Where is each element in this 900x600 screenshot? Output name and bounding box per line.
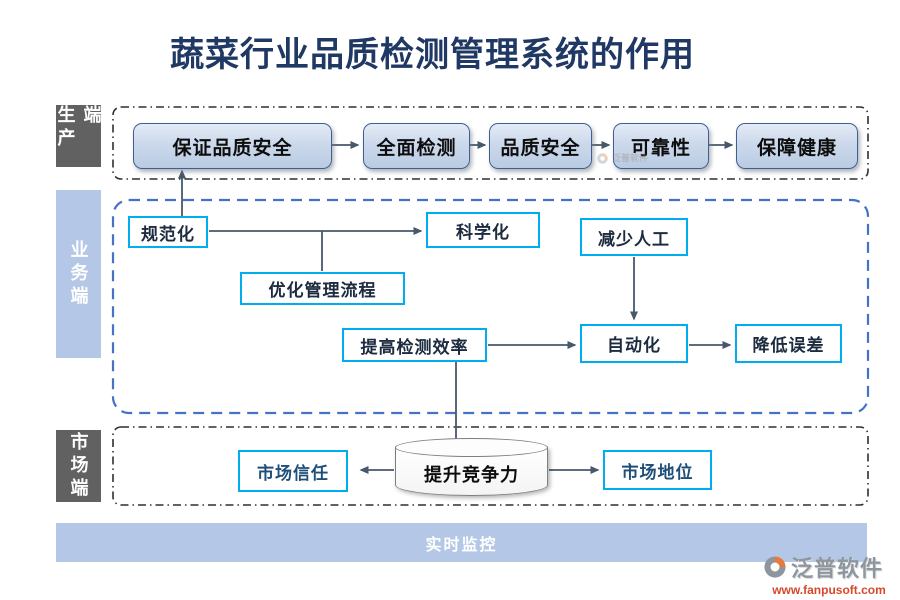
node-optimize-process: 优化管理流程 — [240, 272, 405, 305]
node-market-position: 市场地位 — [603, 450, 712, 490]
node-full-inspection: 全面检测 — [363, 123, 470, 169]
brand-logo-icon — [764, 556, 786, 578]
node-reduce-labor: 减少人工 — [580, 218, 688, 256]
node-quality-safety: 品质安全 — [489, 123, 592, 169]
watermark-text: 泛普软件 — [612, 152, 649, 163]
realtime-monitor-bar: 实时监控 — [56, 523, 867, 562]
lane-label-market: 市场端 — [56, 430, 101, 502]
node-improve-efficiency: 提高检测效率 — [342, 328, 487, 362]
watermark-logo-icon — [597, 153, 608, 164]
node-protect-health: 保障健康 — [736, 123, 858, 169]
page-title: 蔬菜行业品质检测管理系统的作用 — [170, 36, 695, 74]
cylinder-top-ellipse — [395, 438, 548, 457]
node-scientific: 科学化 — [426, 212, 540, 248]
watermark: 泛普软件 — [596, 152, 648, 165]
node-market-trust: 市场信任 — [238, 450, 348, 492]
node-reliability: 可靠性 — [613, 123, 709, 169]
market-section-border — [112, 426, 869, 506]
node-automation: 自动化 — [580, 324, 688, 363]
lane-label-production: 生产端 — [56, 105, 102, 167]
lane-label-business: 业务端 — [56, 190, 101, 358]
business-section-border — [111, 198, 870, 415]
node-competitiveness-cylinder: 提升竞争力 — [395, 438, 548, 497]
brand-logo: 泛普软件 www.fanpusoft.com — [762, 551, 896, 597]
node-standardization: 规范化 — [128, 216, 208, 248]
production-section-border — [112, 106, 869, 180]
node-reduce-error: 降低误差 — [735, 324, 842, 363]
brand-name: 泛普软件 — [791, 556, 884, 581]
brand-url: www.fanpusoft.com — [772, 583, 886, 597]
node-competitiveness-label: 提升竞争力 — [424, 465, 519, 485]
node-guarantee-quality-safety: 保证品质安全 — [133, 123, 332, 169]
